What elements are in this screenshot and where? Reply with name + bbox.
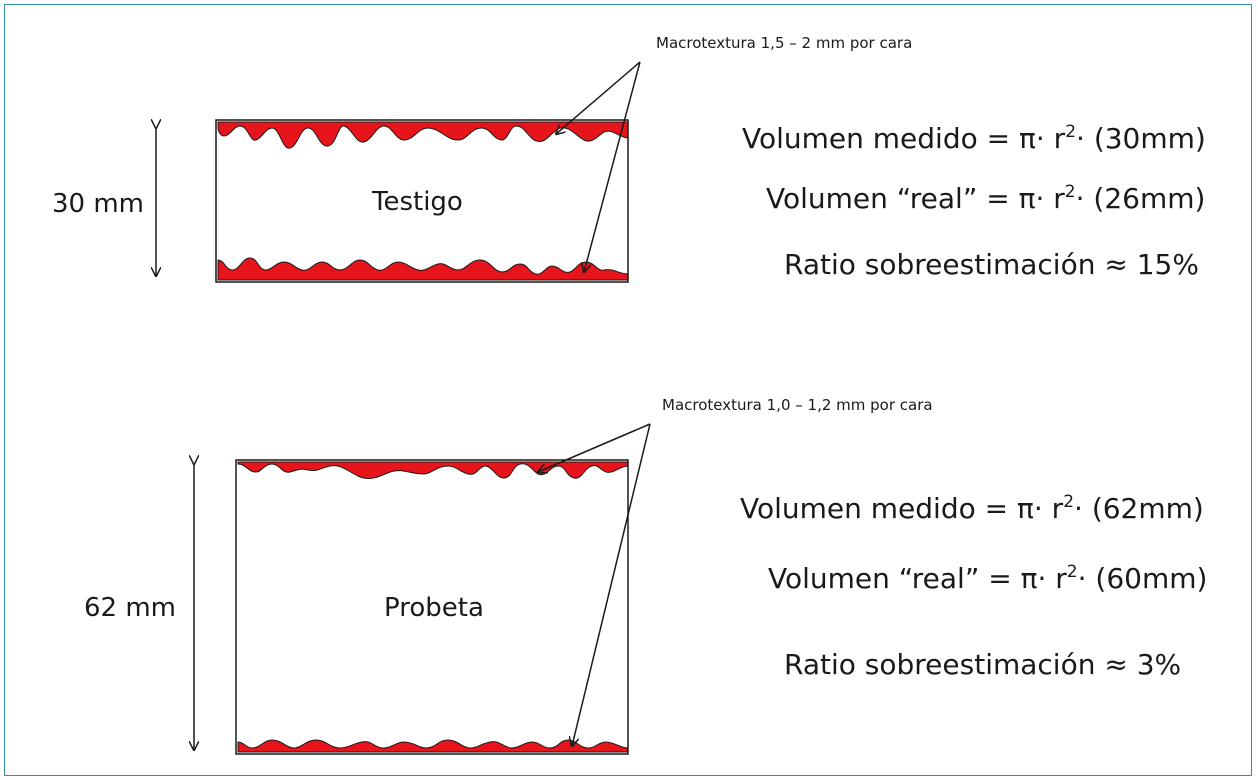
testigo-bottom-texture <box>217 257 629 281</box>
testigo-ratio: Ratio sobreestimación ≈ 15% <box>784 248 1199 281</box>
testigo-label: Testigo <box>371 187 463 217</box>
probeta-top-texture <box>237 461 629 479</box>
probeta-macrotexture-note: Macrotextura 1,0 – 1,2 mm por cara <box>662 396 933 414</box>
testigo-outline <box>215 119 629 283</box>
testigo-callout-arrow-bottom <box>584 61 641 272</box>
probeta-height-label: 62 mm <box>84 593 176 623</box>
probeta-formula-measured: Volumen medido = π· r2· (62mm) <box>740 492 1204 525</box>
probeta-label: Probeta <box>384 593 484 623</box>
testigo-callout-arrow-top <box>556 61 641 134</box>
testigo-height-label: 30 mm <box>52 189 144 219</box>
testigo-formula-real: Volumen “real” = π· r2· (26mm) <box>766 182 1205 215</box>
probeta-callout-arrow-bottom <box>572 423 651 746</box>
testigo-specimen <box>215 119 629 283</box>
testigo-formula-measured: Volumen medido = π· r2· (30mm) <box>742 122 1206 155</box>
probeta-ratio: Ratio sobreestimación ≈ 3% <box>784 648 1181 681</box>
probeta-callout-arrow-top <box>538 423 651 472</box>
figure-frame <box>4 4 1252 776</box>
probeta-formula-real: Volumen “real” = π· r2· (60mm) <box>768 562 1207 595</box>
testigo-top-texture <box>217 121 629 149</box>
testigo-macrotexture-note: Macrotextura 1,5 – 2 mm por cara <box>656 34 912 52</box>
probeta-specimen <box>235 459 629 755</box>
probeta-bottom-texture <box>237 739 629 753</box>
probeta-outline <box>235 459 629 755</box>
